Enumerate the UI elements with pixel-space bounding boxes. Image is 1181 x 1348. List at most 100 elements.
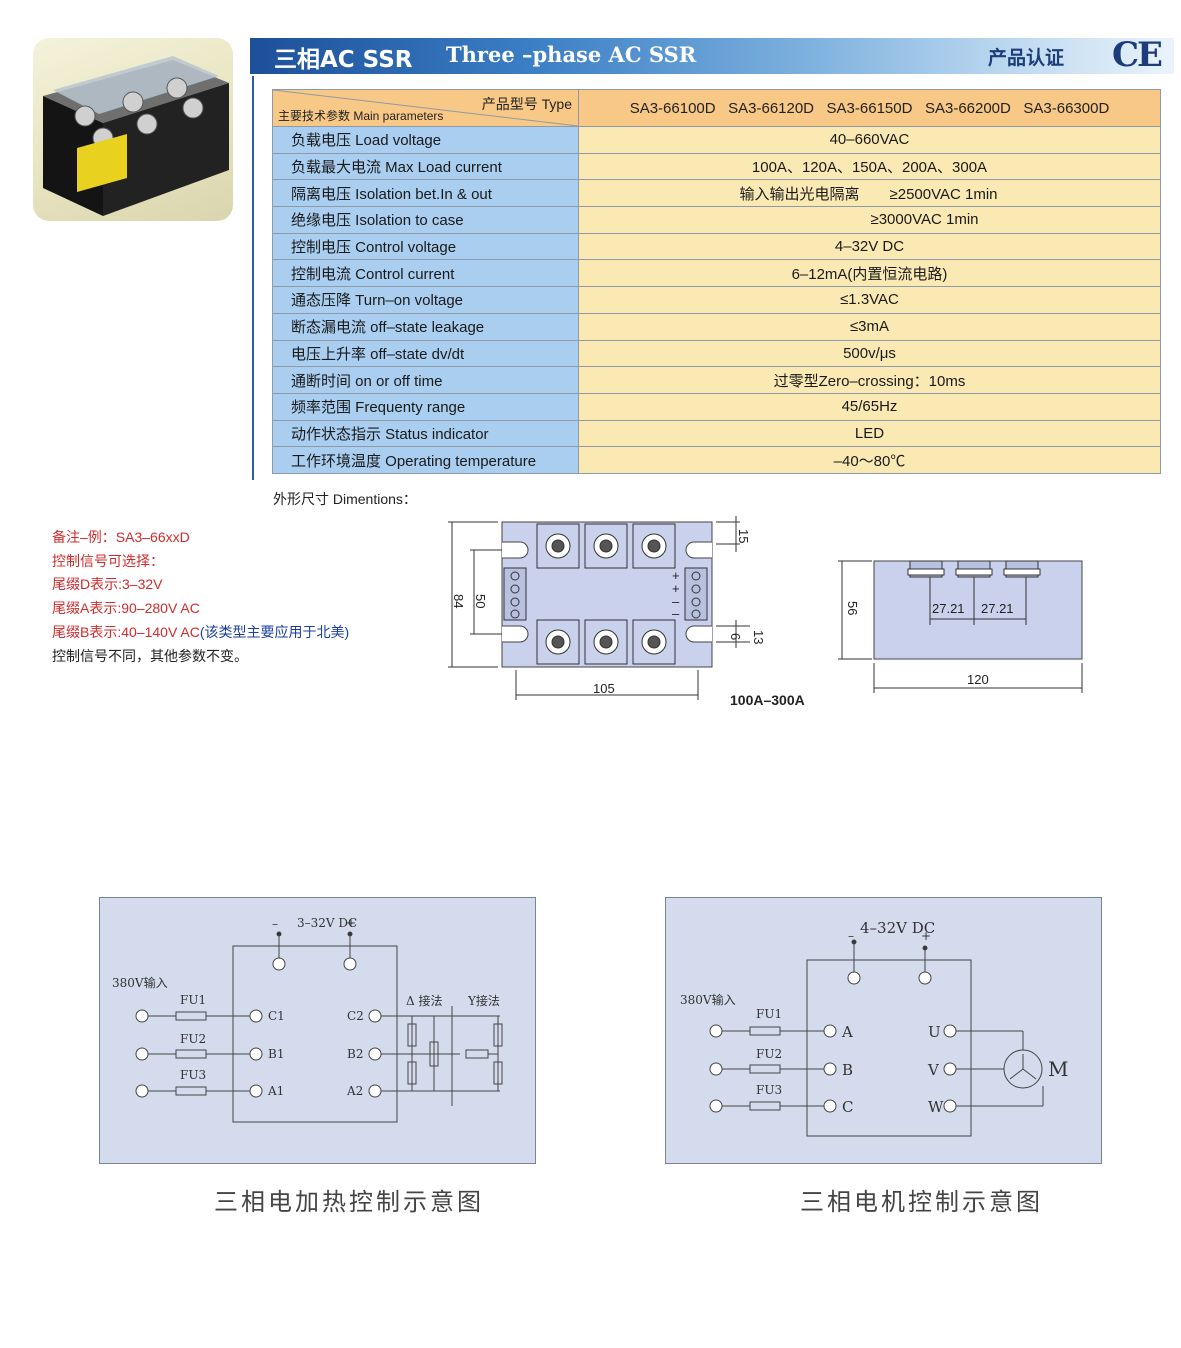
input-label: 380V输入 — [680, 992, 736, 1007]
dc-plus: + — [921, 929, 931, 943]
spec-value-text: ≥3000VAC 1min — [870, 211, 979, 229]
spec-label: 负载电压 Load voltage — [272, 126, 579, 154]
spec-note: 输入输出光电隔离 — [739, 185, 860, 203]
dim-15: 15 — [736, 529, 751, 543]
terminal-sign: – — [672, 606, 680, 621]
product-photo — [33, 38, 233, 221]
fuse-label: FU3 — [180, 1068, 206, 1082]
current-range-label: 100A–300A — [730, 692, 805, 708]
side-view-drawing: 27.21 27.21 56 120 — [838, 560, 1083, 693]
terminal-label: A2 — [346, 1084, 363, 1098]
spec-label: 频率范围 Frequenty range — [272, 392, 579, 421]
note-line-composite: 尾缀B表示:40–140V AC(该类型主要应用于北美) — [52, 621, 349, 645]
dc-label: 4–32V DC — [860, 919, 935, 937]
header-type-label: 产品型号 Type — [481, 96, 572, 112]
terminal-label: A — [841, 1023, 853, 1041]
terminal-label: V — [927, 1061, 940, 1079]
spec-label: 负载最大电流 Max Load current — [272, 152, 579, 181]
spec-label: 隔离电压 Isolation bet.In & out — [272, 179, 579, 208]
spec-label: 动作状态指示 Status indicator — [272, 419, 579, 448]
star-label: Y接法 — [467, 993, 500, 1008]
dim-27-21-b: 27.21 — [981, 601, 1014, 616]
spec-label: 工作环境温度 Operating temperature — [272, 446, 579, 474]
dc-minus: – — [848, 929, 854, 943]
delta-label: Δ 接法 — [406, 993, 442, 1008]
note-line: 备注–例：SA3–66xxD — [52, 529, 190, 545]
heating-caption: 三相电加热控制示意图 — [214, 1188, 484, 1216]
spec-value: ≥3000VAC 1min — [578, 206, 1161, 234]
terminal-sign: + — [672, 568, 680, 583]
spec-label: 绝缘电压 Isolation to case — [272, 206, 579, 234]
terminal-label: C1 — [268, 1009, 285, 1023]
spec-value: 40–660VAC — [578, 126, 1161, 154]
dimensions-label: 外形尺寸 Dimentions： — [273, 491, 417, 507]
heating-wiring-panel: – 3–32V DC + 380V输入 FU1 FU2 FU3 C1 B1 A1… — [99, 897, 536, 1164]
isolation-wrap: 输入输出光电隔离 ≥2500VAC 1min — [740, 183, 1000, 204]
fuse-label: FU1 — [180, 993, 206, 1007]
terminal-label: A1 — [267, 1084, 284, 1098]
terminal-label: B — [842, 1061, 853, 1079]
front-view-drawing: + + – – 84 50 105 15 13 6 — [448, 516, 766, 700]
spec-value: –40～80℃ — [578, 446, 1161, 474]
fuse-label: FU1 — [756, 1007, 782, 1021]
spec-label: 通断时间 on or off time — [272, 366, 579, 394]
fuse-label: FU2 — [180, 1032, 206, 1046]
terminal-label: C — [842, 1098, 853, 1116]
spec-label: 电压上升率 off–state dv/dt — [272, 339, 579, 368]
ce-mark-icon: CE — [1112, 35, 1163, 75]
heating-wiring-diagram: – 3–32V DC + 380V输入 FU1 FU2 FU3 C1 B1 A1… — [112, 916, 503, 1123]
fuse-label: FU3 — [756, 1083, 782, 1097]
spec-value: 6–12mA(内置恒流电路) — [578, 259, 1161, 288]
spec-value: ≥2500VAC 1min — [889, 185, 998, 203]
note-line: 控制信号不同，其他参数不变。 — [52, 647, 248, 664]
spec-header-row: 产品型号 Type 主要技术参数 Main parameters SA3-661… — [272, 89, 1161, 127]
motor-label: M — [1048, 1057, 1068, 1081]
dim-56: 56 — [845, 601, 860, 615]
model-name: SA3-66200D — [924, 99, 1011, 117]
left-rule — [252, 76, 254, 480]
notes: 备注–例：SA3–66xxD 控制信号可选择： 尾缀D表示:3–32V 尾缀A表… — [52, 526, 349, 668]
dim-120: 120 — [967, 672, 989, 687]
note-suffix: (该类型主要应用于北美) — [199, 623, 350, 640]
dim-105: 105 — [593, 681, 615, 696]
note-line: 尾缀B表示:40–140V AC — [52, 623, 200, 640]
note-line: 尾缀D表示:3–32V — [52, 576, 163, 593]
dim-6: 6 — [728, 633, 743, 640]
spec-value: 100A、120A、150A、200A、300A — [578, 152, 1161, 181]
spec-row: 绝缘电压 Isolation to case ≥3000VAC 1min — [272, 206, 1161, 234]
terminal-label: W — [928, 1098, 944, 1116]
spec-value: ≤3mA — [578, 312, 1161, 341]
terminal-label: B2 — [347, 1047, 363, 1061]
motor-caption: 三相电机控制示意图 — [800, 1188, 1043, 1216]
dim-27-21-a: 27.21 — [932, 601, 965, 616]
dc-label: 3–32V DC — [297, 916, 357, 930]
note-line: 尾缀A表示:90–280V AC — [52, 600, 200, 617]
model-name: SA3-66100D — [629, 99, 716, 117]
spec-label: 通态压降 Turn–on voltage — [272, 286, 579, 314]
note-line: 控制信号可选择： — [52, 552, 164, 569]
spec-value: 过零型Zero–crossing：10ms — [578, 366, 1161, 394]
dim-84: 84 — [451, 594, 466, 608]
spec-value: 45/65Hz — [578, 392, 1161, 421]
dc-plus: + — [346, 916, 356, 930]
spec-value: LED — [578, 419, 1161, 448]
spec-value: ≤1.3VAC — [578, 286, 1161, 314]
title-en: Three –phase AC SSR — [446, 42, 697, 67]
model-name: SA3-66300D — [1023, 99, 1110, 117]
spec-value-cell: 输入输出光电隔离 ≥2500VAC 1min — [578, 179, 1161, 208]
terminal-sign: – — [672, 594, 680, 609]
motor-wiring-diagram: – 4–32V DC + 380V输入 FU1 FU2 FU3 A B C U … — [680, 919, 1068, 1137]
spec-value: 4–32V DC — [578, 232, 1161, 261]
spec-label: 控制电压 Control voltage — [272, 232, 579, 261]
dim-50: 50 — [473, 594, 488, 608]
title-cn: 三相AC SSR — [274, 47, 413, 73]
dc-minus: – — [272, 917, 278, 931]
spec-label: 断态漏电流 off–state leakage — [272, 312, 579, 341]
